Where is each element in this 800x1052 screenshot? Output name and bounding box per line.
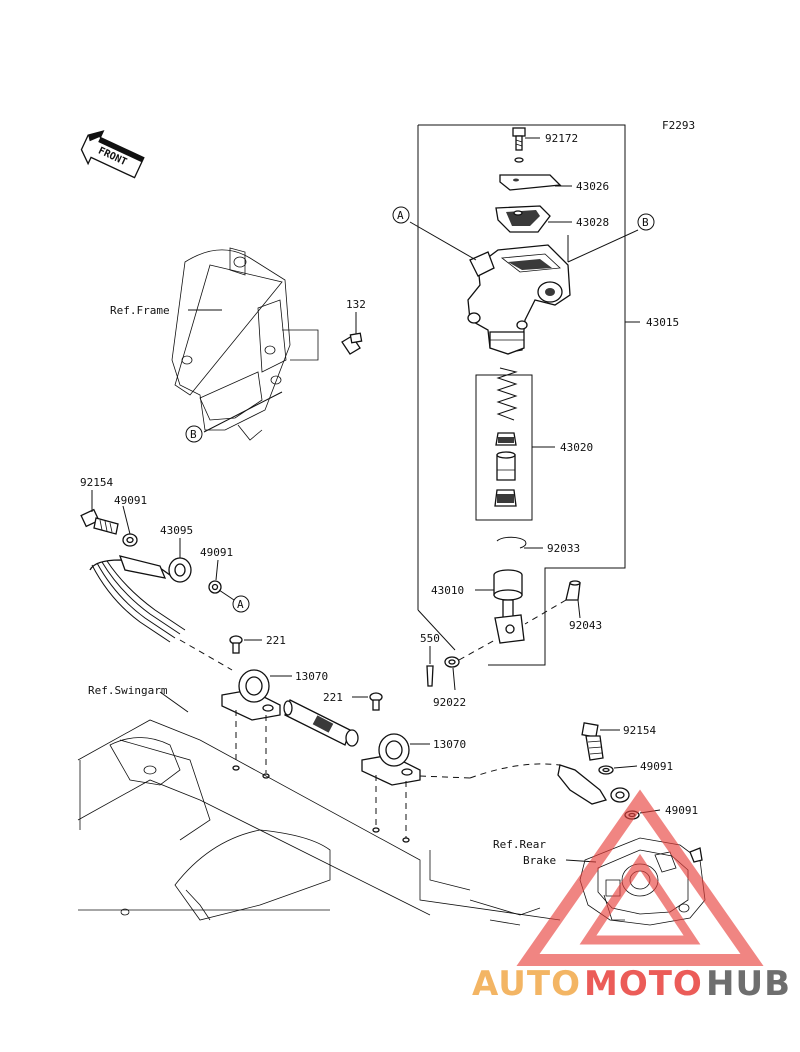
label-92172: 92172: [545, 132, 578, 145]
svg-text:B: B: [642, 216, 649, 229]
brake-hose-43095-icon: [89, 538, 233, 671]
cotter-pin-550-icon: [426, 646, 434, 687]
diaphragm-43028-icon: [495, 205, 572, 233]
label-92154-bottom: 92154: [623, 724, 656, 737]
watermark-auto: AUTO: [472, 964, 581, 1004]
leader-b-frame: [203, 391, 283, 433]
label-92043: 92043: [569, 619, 602, 632]
banjo-bolt-92154-top-icon: [80, 490, 119, 535]
svg-text:B: B: [190, 428, 197, 441]
label-92022: 92022: [433, 696, 466, 709]
label-43010: 43010: [431, 584, 464, 597]
label-132: 132: [346, 298, 366, 311]
label-43026: 43026: [576, 180, 609, 193]
label-49091-d: 49091: [665, 804, 698, 817]
svg-text:A: A: [397, 209, 404, 222]
label-92033: 92033: [547, 542, 580, 555]
ref-rear-brake-label-2: Brake: [523, 854, 556, 867]
hole-icon: [372, 827, 380, 833]
banjo-bolt-92154-bottom-icon: [581, 722, 620, 761]
callout-a-hose: A: [232, 595, 250, 613]
label-43015: 43015: [646, 316, 679, 329]
label-49091-a: 49091: [114, 494, 147, 507]
label-13070-b: 13070: [433, 738, 466, 751]
primary-cup-icon: [494, 489, 517, 507]
callout-b-frame: B: [185, 425, 203, 443]
hole-icon: [232, 765, 240, 771]
piston-icon: [496, 451, 516, 481]
figure-code: F2293: [662, 119, 695, 132]
leader-a: [409, 221, 477, 261]
leader-b: [567, 229, 639, 263]
screw-221-b-icon: [352, 692, 383, 711]
circlip-92033-icon: [496, 536, 543, 549]
piston-cup-icon: [495, 432, 517, 446]
washer-icon: [514, 157, 524, 163]
reservoir-cap-43026-icon: [499, 174, 572, 191]
watermark-moto: MOTO: [584, 964, 703, 1004]
ref-rear-brake-label-1: Ref.Rear: [493, 838, 546, 851]
front-arrow-icon: FRONT: [80, 130, 145, 179]
master-cylinder-body-icon: [467, 244, 571, 355]
washer-92022-icon: [444, 639, 496, 691]
push-rod-43010-icon: [475, 569, 525, 644]
callout-b-top: B: [637, 213, 655, 231]
clamp-13070-b-icon: [361, 733, 561, 838]
label-13070-a: 13070: [295, 670, 328, 683]
hose-fitting-icon: [557, 764, 630, 805]
label-221-b: 221: [323, 691, 343, 704]
bolt-92172-icon: [512, 127, 540, 151]
label-43095: 43095: [160, 524, 193, 537]
clamp-13070-a-icon: [221, 669, 292, 773]
washer-49091-c-icon: [598, 765, 638, 775]
svg-text:A: A: [237, 598, 244, 611]
label-550: 550: [420, 632, 440, 645]
frame-reference-icon: [171, 247, 319, 441]
label-49091-b: 49091: [200, 546, 233, 559]
callout-a-top: A: [392, 206, 410, 224]
washer-49091-a-icon: [122, 505, 138, 547]
spring-icon: [496, 367, 518, 421]
hole-icon: [402, 837, 410, 843]
label-221-a: 221: [266, 634, 286, 647]
washer-49091-b-icon: [208, 559, 235, 601]
watermark-hub: HUB: [706, 964, 791, 1004]
grommet-icon: [283, 699, 359, 747]
label-43020: 43020: [560, 441, 593, 454]
master-cylinder-bracket: [417, 124, 640, 666]
ref-swingarm-label: Ref.Swingarm: [88, 684, 168, 697]
pin-92043-icon: [524, 580, 581, 625]
label-49091-c: 49091: [640, 760, 673, 773]
label-92154-top: 92154: [80, 476, 113, 489]
piston-kit-bracket: [475, 374, 555, 521]
ref-frame-label: Ref.Frame: [110, 304, 170, 317]
bolt-132-icon: [341, 312, 363, 355]
automotohub-logo: AUTO MOTO HUB: [472, 789, 791, 1004]
label-43028: 43028: [576, 216, 609, 229]
leader-swingarm: [159, 691, 189, 713]
screw-221-a-icon: [229, 635, 262, 654]
swingarm-reference-icon: [77, 719, 561, 926]
